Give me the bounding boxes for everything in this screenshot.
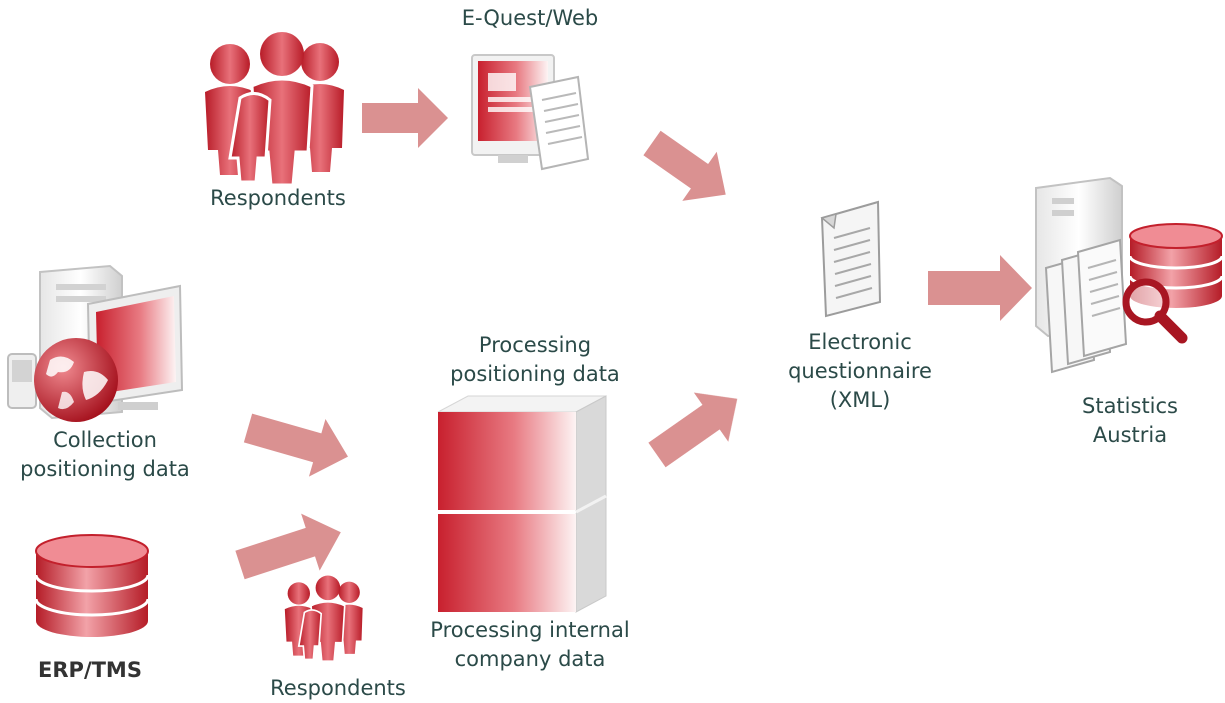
electronic-line-1: Electronic xyxy=(808,330,912,354)
processing-positioning-label: Processing positioning data xyxy=(420,331,650,389)
statistics-line-1: Statistics xyxy=(1082,394,1178,418)
server-documents-search-icon xyxy=(1035,176,1224,374)
respondents-top-label: Respondents xyxy=(178,184,378,213)
collection-line-1: Collection xyxy=(53,428,157,452)
people-group-icon xyxy=(284,575,363,663)
respondents-top-text: Respondents xyxy=(210,186,346,210)
electronic-questionnaire-label: Electronic questionnaire (XML) xyxy=(760,328,960,415)
database-icon xyxy=(34,534,150,637)
statistics-austria-label: Statistics Austria xyxy=(1040,392,1220,450)
collection-positioning-label: Collection positioning data xyxy=(0,426,210,484)
arrow-collection-to-processing xyxy=(243,413,348,477)
erp-tms-label: ERP/TMS xyxy=(20,656,160,685)
arrows xyxy=(235,88,1032,580)
respondents-bottom-label: Respondents xyxy=(238,674,438,703)
arrow-respondents-to-equest xyxy=(362,88,448,148)
arrow-equest-to-xml xyxy=(643,130,726,201)
web-form-icon xyxy=(471,54,590,171)
arrow-processing-to-xml xyxy=(648,392,738,468)
arrow-erp-to-processing xyxy=(235,513,341,580)
statistics-line-2: Austria xyxy=(1092,423,1168,447)
xml-document-icon xyxy=(820,200,882,318)
equest-web-text: E-Quest/Web xyxy=(461,6,599,30)
arrow-xml-to-statistics xyxy=(928,255,1032,321)
processing-positioning-line-1: Processing xyxy=(478,333,592,357)
electronic-line-3: (XML) xyxy=(829,388,891,412)
processing-internal-line-2: company data xyxy=(454,647,606,671)
equest-web-label: E-Quest/Web xyxy=(430,4,630,33)
collection-line-2: positioning data xyxy=(20,457,190,481)
server-globe-monitor-icon xyxy=(7,264,184,422)
erp-tms-text: ERP/TMS xyxy=(38,658,142,682)
person-front xyxy=(228,32,314,187)
electronic-line-2: questionnaire xyxy=(788,359,932,383)
processing-internal-line-1: Processing internal xyxy=(430,618,630,642)
processing-cube-icon xyxy=(437,395,607,613)
people-group-icon xyxy=(205,32,344,187)
processing-internal-label: Processing internal company data xyxy=(405,616,655,674)
processing-positioning-line-2: positioning data xyxy=(450,362,620,386)
respondents-bottom-text: Respondents xyxy=(270,676,406,700)
